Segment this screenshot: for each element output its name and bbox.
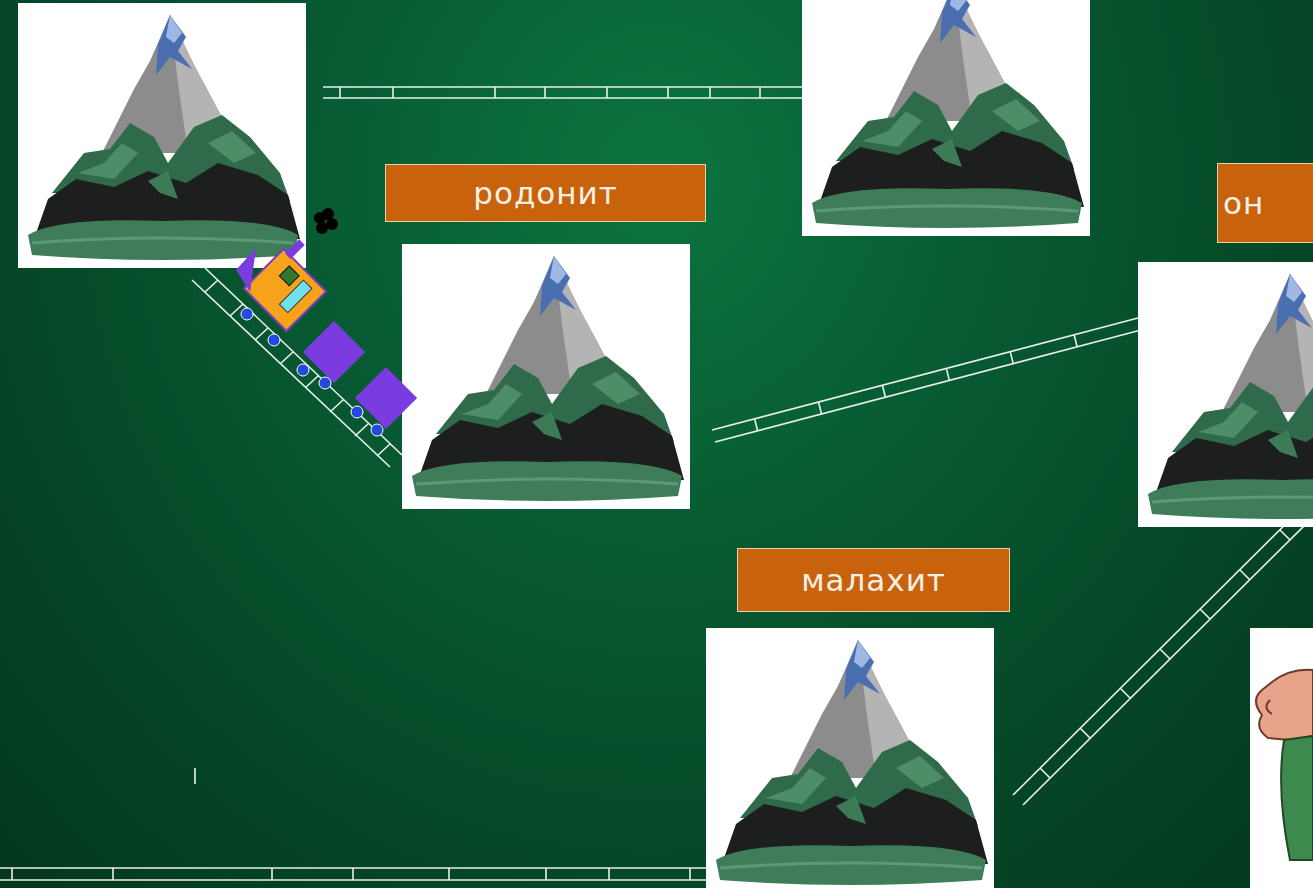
cartoon-character [1250, 628, 1313, 888]
mountain-picture [802, 0, 1090, 236]
mountain-picture [706, 628, 994, 888]
smoke-puff [314, 208, 338, 234]
stray-mark [194, 768, 196, 784]
mountain-picture [18, 3, 306, 268]
train [236, 208, 417, 436]
word-card: малахит [737, 548, 1010, 612]
mountain-picture [402, 244, 690, 509]
mountain-picture [1138, 262, 1313, 527]
word-label: малахит [801, 563, 946, 597]
word-card: он [1217, 163, 1313, 243]
word-label: родонит [473, 176, 618, 210]
word-card: родонит [385, 164, 706, 222]
word-label: он [1223, 186, 1264, 220]
